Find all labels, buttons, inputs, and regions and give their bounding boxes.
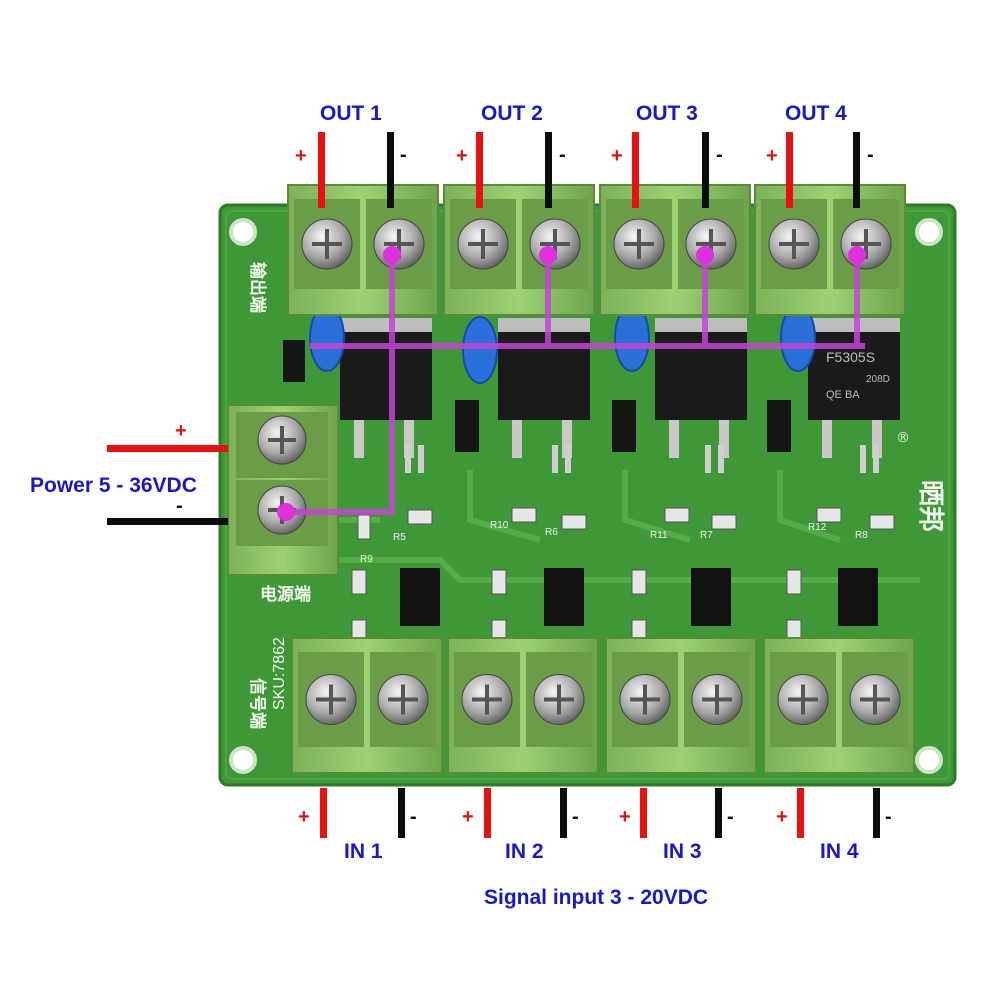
in3-plus-wire — [640, 788, 647, 838]
diodes — [283, 340, 791, 452]
in4-minus-sign: - — [885, 806, 892, 828]
in2-minus-wire — [560, 788, 567, 838]
power-minus-sign: - — [176, 495, 183, 517]
in2-minus-sign: - — [572, 806, 579, 828]
silk-sku: SKU:7862 — [271, 637, 288, 710]
silk-signal-terminal: 信号端 — [247, 678, 268, 729]
mosfet-sub-text: QE BA — [826, 389, 860, 401]
silk-r7: R7 — [700, 530, 713, 541]
output-terminal-4 — [754, 184, 906, 316]
out4-minus-wire — [853, 132, 860, 208]
silk-registered: ® — [896, 430, 910, 446]
in1-label: IN 1 — [344, 840, 383, 863]
silk-r12: R12 — [808, 522, 827, 533]
silk-r10: R10 — [490, 520, 509, 531]
in2-plus-sign: + — [462, 806, 474, 828]
silk-r9: R9 — [360, 554, 373, 565]
out1-plus-sign: + — [295, 145, 307, 167]
power-terminal-block — [227, 404, 339, 576]
mounting-holes — [229, 218, 943, 774]
mosfet-code-text: 208D — [866, 374, 890, 385]
in1-minus-sign: - — [410, 806, 417, 828]
power-plus-sign: + — [175, 420, 187, 442]
ground-trace — [290, 255, 865, 515]
out3-minus-sign: - — [716, 144, 723, 166]
out2-minus-sign: - — [559, 144, 566, 166]
out3-label: OUT 3 — [636, 102, 698, 125]
in3-minus-wire — [715, 788, 722, 838]
output-terminal-3 — [599, 184, 751, 316]
out3-plus-wire — [632, 132, 639, 208]
silk-brand: 晒邦 — [915, 480, 945, 532]
in4-plus-wire — [797, 788, 804, 838]
in4-label: IN 4 — [820, 840, 859, 863]
in1-minus-wire — [398, 788, 405, 838]
in2-plus-wire — [484, 788, 491, 838]
out2-plus-wire — [476, 132, 483, 208]
out4-minus-sign: - — [867, 144, 874, 166]
out1-plus-wire — [318, 132, 325, 208]
power-label: Power 5 - 36VDC — [30, 474, 197, 497]
input-terminal-1 — [291, 637, 443, 774]
power-minus-wire — [107, 518, 228, 525]
out2-minus-wire — [545, 132, 552, 208]
out3-plus-sign: + — [611, 145, 623, 167]
out1-minus-wire — [387, 132, 394, 208]
terminal-blocks-bottom — [291, 637, 915, 774]
out4-plus-sign: + — [766, 145, 778, 167]
out1-label: OUT 1 — [320, 102, 382, 125]
silk-r6: R6 — [545, 527, 558, 538]
silk-power-terminal: 电源端 — [260, 584, 311, 605]
header-pins — [405, 445, 879, 473]
in4-minus-wire — [873, 788, 880, 838]
input-terminal-2 — [447, 637, 599, 774]
in4-plus-sign: + — [776, 806, 788, 828]
signal-input-label: Signal input 3 - 20VDC — [484, 886, 709, 909]
in3-label: IN 3 — [663, 840, 702, 863]
input-terminal-4 — [763, 637, 915, 774]
out2-label: OUT 2 — [481, 102, 543, 125]
ground-dots — [277, 246, 866, 521]
optocouplers — [400, 568, 878, 626]
terminal-blocks-top — [287, 184, 906, 316]
silk-r5: R5 — [393, 532, 406, 543]
out1-minus-sign: - — [400, 144, 407, 166]
in3-minus-sign: - — [727, 806, 734, 828]
output-terminal-1 — [287, 184, 439, 316]
mosfet-part-text: F5305S — [826, 349, 875, 365]
out2-plus-sign: + — [456, 145, 468, 167]
in2-label: IN 2 — [505, 840, 544, 863]
silk-r11: R11 — [650, 530, 668, 541]
in1-plus-sign: + — [298, 806, 310, 828]
silk-r8: R8 — [855, 530, 868, 541]
out4-label: OUT 4 — [785, 102, 847, 125]
out4-plus-wire — [786, 132, 793, 208]
in1-plus-wire — [320, 788, 327, 838]
output-terminal-2 — [443, 184, 595, 316]
input-terminal-3 — [605, 637, 757, 774]
out3-minus-wire — [702, 132, 709, 208]
in3-plus-sign: + — [619, 806, 631, 828]
power-plus-wire — [107, 445, 228, 452]
silk-out-terminal: 输出端 — [247, 262, 268, 313]
